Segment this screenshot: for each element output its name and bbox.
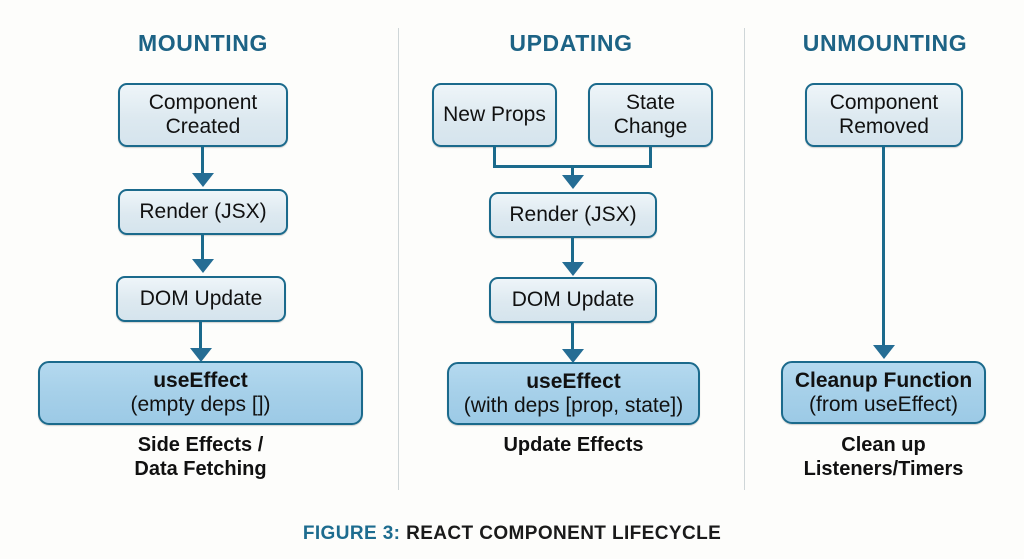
column-divider-left (398, 28, 399, 490)
node-useeffect-updating: useEffect (with deps [prop, state]) (447, 362, 700, 425)
node-line-1: useEffect (526, 369, 621, 393)
note-line-1: Update Effects (503, 434, 644, 456)
node-dom-update-mounting: DOM Update (116, 276, 286, 322)
note-mounting: Side Effects / Data Fetching (38, 433, 363, 481)
arrowhead-render-to-dom (192, 259, 214, 273)
node-line-1: Render (JSX) (139, 200, 267, 224)
node-component-removed: Component Removed (805, 83, 963, 147)
node-line-1: Component (829, 91, 939, 115)
arrowhead-render-to-dom-updating (562, 262, 584, 276)
column-divider-right (744, 28, 745, 490)
node-useeffect-mounting: useEffect (empty deps []) (38, 361, 363, 425)
connector-state-change-stub (649, 147, 652, 168)
node-line-1: Component (148, 91, 258, 115)
connector-removed-to-cleanup (882, 147, 885, 347)
node-line-2: Change (613, 115, 688, 138)
connector-render-to-dom (201, 235, 204, 261)
node-line-1: useEffect (153, 369, 248, 393)
node-line-1: DOM Update (511, 288, 635, 312)
node-line-2: Removed (839, 115, 929, 138)
connector-new-props-stub (493, 147, 496, 168)
node-new-props: New Props (432, 83, 557, 147)
column-title-unmounting: UNMOUNTING (802, 30, 968, 56)
connector-dom-to-useeffect (199, 322, 202, 350)
node-line-1: Cleanup Function (794, 368, 973, 392)
node-state-change: State Change (588, 83, 713, 147)
node-line-2: Created (165, 115, 241, 138)
connector-dom-to-useeffect-updating (571, 323, 574, 351)
node-line-1: Render (JSX) (509, 203, 637, 227)
node-render-jsx-mounting: Render (JSX) (118, 189, 288, 235)
note-line-1: Clean up (841, 434, 926, 456)
arrowhead-created-to-render (192, 173, 214, 187)
node-cleanup-function: Cleanup Function (from useEffect) (781, 361, 986, 424)
node-component-created: Component Created (118, 83, 288, 147)
node-dom-update-updating: DOM Update (489, 277, 657, 323)
node-line-2: (empty deps []) (130, 393, 271, 416)
arrowhead-dom-to-useeffect (190, 348, 212, 362)
node-line-1: DOM Update (139, 287, 263, 311)
note-line-1: Side Effects / (137, 434, 264, 456)
arrowhead-removed-to-cleanup (873, 345, 895, 359)
arrowhead-merge-to-render (562, 175, 584, 189)
figure-number: FIGURE 3: (302, 523, 401, 544)
node-render-jsx-updating: Render (JSX) (489, 192, 657, 238)
node-line-1: New Props (443, 103, 546, 127)
note-updating: Update Effects (447, 433, 700, 457)
note-line-2: Data Fetching (134, 458, 267, 480)
node-line-2: (from useEffect) (809, 392, 958, 416)
node-line-1: State (625, 91, 676, 115)
column-title-mounting: MOUNTING (137, 30, 268, 56)
connector-merge-stem (571, 165, 574, 179)
connector-created-to-render (201, 147, 204, 175)
note-line-2: Listeners/Timers (803, 458, 964, 480)
note-unmounting: Clean up Listeners/Timers (781, 433, 986, 481)
figure-title: REACT COMPONENT LIFECYCLE (406, 523, 722, 544)
connector-render-to-dom-updating (571, 238, 574, 264)
figure-caption: FIGURE 3: REACT COMPONENT LIFECYCLE (0, 523, 1024, 545)
column-title-updating: UPDATING (509, 30, 633, 56)
arrowhead-dom-to-useeffect-updating (562, 349, 584, 363)
node-line-2: (with deps [prop, state]) (463, 393, 684, 417)
